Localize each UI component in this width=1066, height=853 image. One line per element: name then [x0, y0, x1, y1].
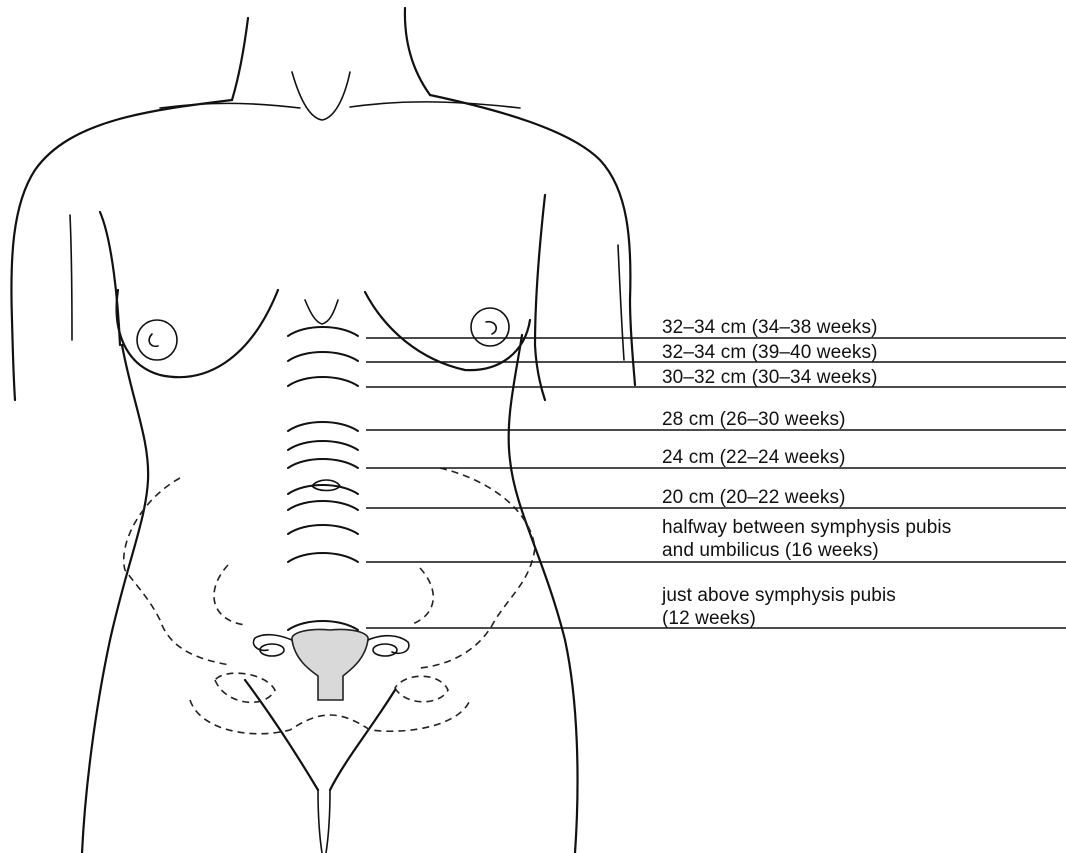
right-nipple-areola	[471, 308, 509, 346]
right-nipple	[486, 322, 496, 334]
pubic-arch	[190, 700, 470, 734]
level-label-16-weeks-line1: halfway between symphysis pubis	[662, 518, 951, 538]
fundal-level-arcs	[288, 327, 358, 630]
level-label-30-34-weeks: 30–32 cm (30–34 weeks)	[662, 368, 878, 388]
left-iliac-crest	[124, 478, 230, 665]
level-label-39-40-weeks: 32–34 cm (39–40 weeks)	[662, 343, 878, 363]
level-label-22-24-weeks: 24 cm (22–24 weeks)	[662, 448, 846, 468]
right-torso-side	[509, 335, 578, 853]
left-shoulder-arm-outline	[11, 100, 232, 400]
sternal-notch	[292, 72, 350, 120]
fundal-arc-level-2	[288, 352, 358, 361]
fundal-arc-level-5	[288, 459, 358, 468]
right-arm-crease	[618, 245, 624, 360]
right-inner-arm	[535, 195, 545, 400]
left-torso-side	[82, 345, 148, 853]
fundal-arc-level-1	[288, 327, 358, 336]
left-groin-line	[245, 680, 318, 790]
level-label-20-22-weeks: 20 cm (20–22 weeks)	[662, 488, 846, 508]
fundal-arc-level-7	[288, 553, 358, 562]
right-ovary	[373, 644, 397, 656]
right-breast-outline	[365, 292, 530, 370]
left-nipple	[149, 334, 158, 346]
neck-left-line	[232, 18, 248, 100]
level-label-12-weeks-line2: (12 weeks)	[662, 609, 756, 629]
fundal-arc-level-3	[288, 377, 358, 386]
level-label-16-weeks-line2: and umbilicus (16 weeks)	[662, 541, 879, 561]
fundal-arc-level-4	[288, 422, 358, 431]
neck-right-line	[405, 8, 430, 95]
thigh-gap	[318, 790, 330, 853]
fundal-arc-level-6	[288, 501, 358, 510]
level-label-34-38-weeks: 32–34 cm (34–38 weeks)	[662, 318, 878, 338]
right-clavicle	[350, 102, 520, 108]
pelvic-inlet	[214, 565, 433, 625]
fundal-arc-intermediate-2	[288, 485, 358, 494]
left-fallopian-tube	[253, 635, 292, 651]
right-groin-line	[330, 690, 395, 790]
obturator-right	[395, 676, 448, 702]
left-arm-crease	[70, 215, 72, 340]
xiphoid-mark	[305, 300, 338, 324]
fundal-arc-level-8	[288, 621, 358, 630]
obturator-left	[215, 673, 275, 702]
right-shoulder-arm-outline	[430, 95, 635, 385]
level-label-12-weeks-line1: just above symphysis pubis	[662, 586, 896, 606]
fundal-arc-intermediate-3	[288, 525, 358, 534]
uterus-shape	[292, 629, 368, 700]
level-label-26-30-weeks: 28 cm (26–30 weeks)	[662, 410, 846, 430]
fundal-arc-intermediate-1	[288, 441, 358, 450]
left-breast-outline	[117, 290, 278, 377]
left-nipple-areola	[137, 320, 177, 360]
